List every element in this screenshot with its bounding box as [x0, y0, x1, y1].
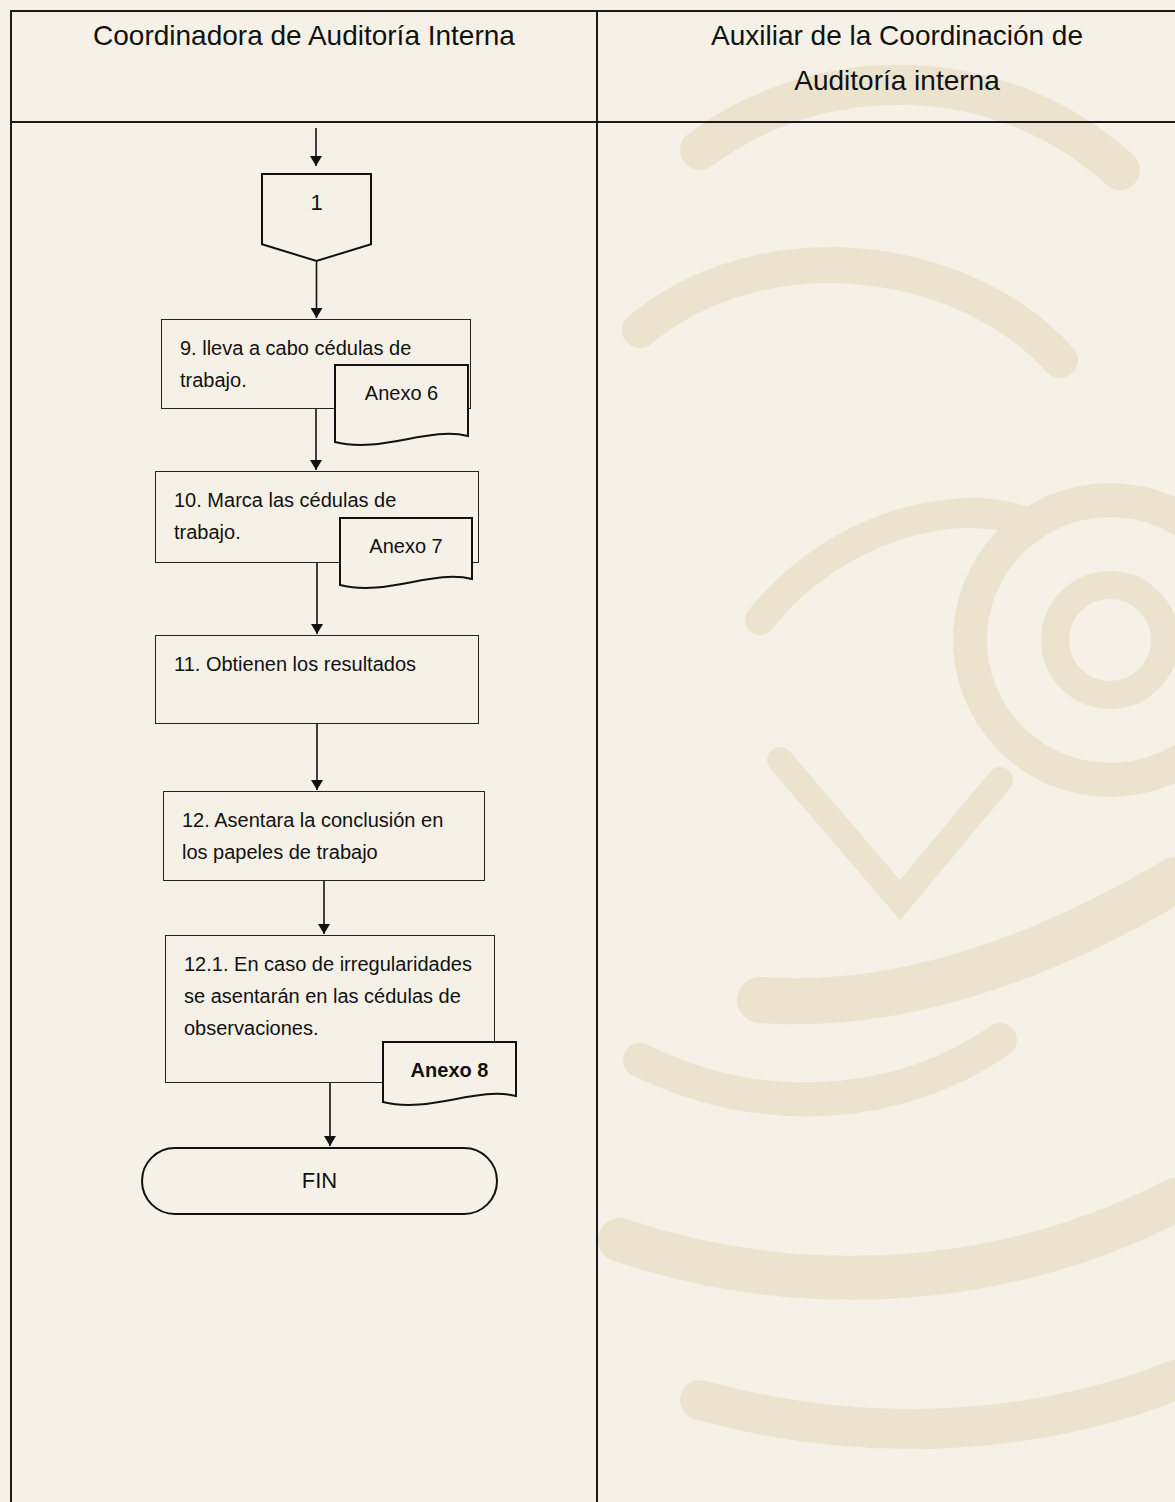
emblem-arc: [640, 265, 1060, 360]
terminal-oval: FIN: [141, 1147, 498, 1215]
process-box: 12. Asentara la conclusión en los papele…: [163, 791, 485, 881]
emblem-arc: [700, 85, 1120, 170]
process-box: 11. Obtienen los resultados: [155, 635, 479, 724]
document-label: Anexo 7: [339, 533, 473, 559]
flow-arrow: [323, 881, 325, 934]
emblem-arc: [640, 1040, 1000, 1099]
document-wave: [335, 365, 468, 445]
document-label: Anexo 8: [382, 1057, 517, 1083]
emblem-arc: [760, 880, 1175, 1001]
emblem-ring: [1055, 585, 1165, 695]
flow-arrow: [316, 563, 318, 634]
connector-outline: [261, 173, 372, 262]
flow-arrow: [315, 409, 317, 470]
emblem-strokes: [620, 85, 1175, 1429]
process-text: 12.1. En caso de irregularidades se asen…: [184, 948, 476, 1044]
flow-arrow: [329, 1083, 331, 1146]
swimlane: Coordinadora de Auditoría Interna19. lle…: [10, 10, 598, 1502]
connector-pentagon: [262, 174, 371, 261]
terminal-text: FIN: [143, 1149, 496, 1213]
document-shape: Anexo 7: [339, 517, 473, 593]
document-wave: [340, 518, 472, 588]
off-page-connector: 1: [261, 173, 372, 262]
process-text: 11. Obtienen los resultados: [174, 648, 460, 680]
document-wave: [383, 1042, 516, 1105]
flow-arrow: [316, 262, 318, 318]
document-shape: Anexo 8: [382, 1041, 517, 1110]
lane-header-band: Coordinadora de Auditoría Interna: [12, 12, 596, 123]
document-label: Anexo 6: [334, 380, 469, 406]
emblem-ring: [970, 500, 1175, 780]
entry-arrow: [315, 128, 317, 166]
swimlane: Auxiliar de la Coordinación de Auditoría…: [598, 10, 1175, 1502]
emblem-arc: [780, 760, 1000, 900]
emblem-arc: [700, 1380, 1175, 1429]
connector-number: 1: [261, 190, 372, 216]
document-outline: [334, 364, 469, 450]
document-shape: Anexo 6: [334, 364, 469, 450]
process-text: 12. Asentara la conclusión en los papele…: [182, 804, 466, 868]
lane-header-band: Auxiliar de la Coordinación de Auditoría…: [598, 12, 1175, 123]
flow-arrow: [316, 724, 318, 790]
emblem-arc: [620, 1200, 1175, 1278]
lane-header: Auxiliar de la Coordinación de Auditoría…: [658, 13, 1136, 103]
lane-header: Coordinadora de Auditoría Interna: [32, 13, 576, 58]
emblem-arc: [760, 513, 1020, 620]
